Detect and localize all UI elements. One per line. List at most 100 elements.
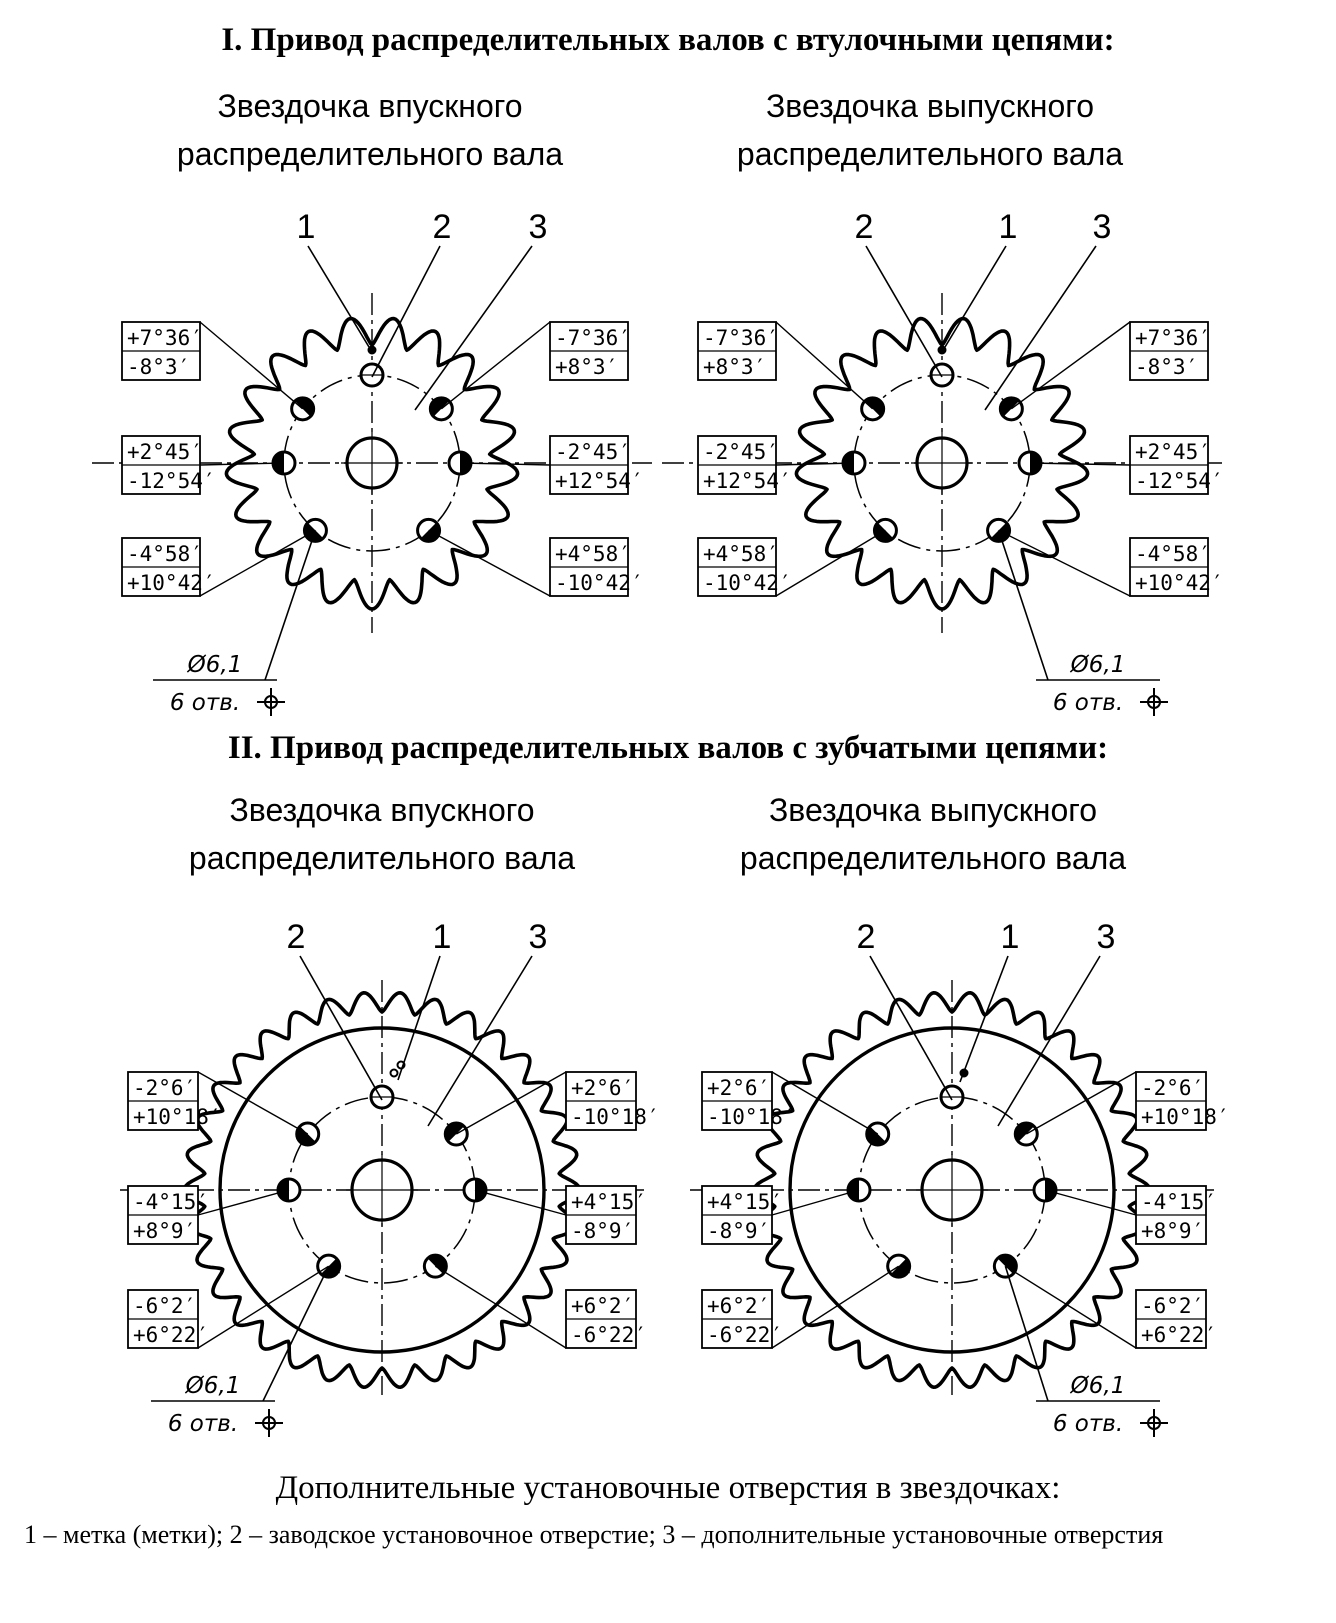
angle-value: +4°58′ <box>703 542 779 566</box>
angle-value: +10°18′ <box>133 1105 222 1129</box>
angle-value: +8°3′ <box>555 355 618 379</box>
hole-fill-mark <box>1045 1179 1056 1201</box>
angle-value: +2°45′ <box>127 440 203 464</box>
caption-1-exhaust: Звездочка выпускного распределительного … <box>650 82 1210 178</box>
angle-value: -12°54′ <box>1135 469 1224 493</box>
caption-line: Звездочка выпускного <box>765 88 1095 124</box>
angle-leader <box>1010 321 1131 410</box>
angle-value: +12°54′ <box>555 469 644 493</box>
angle-value: -6°22′ <box>707 1323 783 1347</box>
callout-leader <box>307 245 373 353</box>
angle-value: +10°42′ <box>127 571 216 595</box>
angle-value: -7°36′ <box>703 326 779 350</box>
angle-value: +6°2′ <box>707 1294 770 1318</box>
footer-title: Дополнительные установочные отверстия в … <box>275 1470 1061 1506</box>
angle-value: -10°42′ <box>555 571 644 595</box>
callout-leader <box>869 955 953 1101</box>
angle-value: -2°45′ <box>703 440 779 464</box>
angle-leader <box>197 1189 290 1216</box>
angle-value: -4°58′ <box>127 542 203 566</box>
diagram-section-1: 1 2 3 +7°36′ -8°3′ +2°45′ -12°54′ -4°58′ +10°42′… <box>92 208 1224 716</box>
callout-number: 1 <box>1001 918 1020 956</box>
sprocket-teeth <box>182 991 582 1389</box>
callout-leader <box>984 245 1097 411</box>
hole-count-label: 6 отв. <box>1053 1411 1123 1437</box>
angle-leader <box>1044 1189 1137 1216</box>
angle-value: -8°9′ <box>571 1219 634 1243</box>
angle-value: -6°22′ <box>571 1323 647 1347</box>
callout-leader <box>865 245 943 378</box>
angle-leader <box>775 529 886 597</box>
hole-fill-mark <box>294 398 314 417</box>
angle-value: -10°18′ <box>707 1105 796 1129</box>
angle-leader <box>455 1071 567 1135</box>
hole-fill-mark <box>278 1179 289 1201</box>
caption-line: распределительного вала <box>736 136 1124 172</box>
hole-fill-mark <box>1000 398 1020 417</box>
angle-value: +10°18′ <box>1141 1105 1230 1129</box>
angle-value: -2°6′ <box>133 1076 196 1100</box>
angle-value: -8°3′ <box>127 355 190 379</box>
angle-value: -7°36′ <box>555 326 631 350</box>
angle-value: +6°2′ <box>571 1294 634 1318</box>
callout-number: 2 <box>857 918 876 956</box>
angle-value: -4°15′ <box>1141 1190 1217 1214</box>
angle-leader <box>434 1265 567 1349</box>
angle-leader <box>428 529 551 597</box>
callout-number: 3 <box>529 208 548 246</box>
angle-value: -4°15′ <box>133 1190 209 1214</box>
angle-leader <box>1004 1265 1137 1349</box>
callout-number: 2 <box>855 208 874 246</box>
callout-number: 3 <box>1093 208 1112 246</box>
section-2-title: II. Привод распределительных валов с зуб… <box>227 730 1109 766</box>
callout-number: 1 <box>297 208 316 246</box>
angle-value: -4°58′ <box>1135 542 1211 566</box>
hole-label-leader <box>997 530 1049 681</box>
callout-number: 1 <box>433 918 452 956</box>
angle-value: +8°9′ <box>1141 1219 1204 1243</box>
angle-value: -8°3′ <box>1135 355 1198 379</box>
caption-2-intake: Звездочка впускного распределительного в… <box>102 786 662 882</box>
hole-fill-mark <box>1015 1123 1035 1142</box>
hub-ring <box>788 1026 1116 1354</box>
hole-fill-mark <box>430 398 450 417</box>
angle-leader <box>775 321 874 410</box>
angle-leader <box>771 1071 879 1135</box>
angle-value: -2°6′ <box>1141 1076 1204 1100</box>
callout-leader <box>959 955 1009 1083</box>
hole-diameter-label: Ø6,1 <box>1070 652 1126 678</box>
caption-line: распределительного вала <box>176 136 564 172</box>
angle-leader <box>459 462 551 466</box>
callout-leader <box>941 245 1007 353</box>
angle-leader <box>771 1189 860 1216</box>
callout-leader <box>397 955 441 1081</box>
hole-count-label: 6 отв. <box>170 690 240 716</box>
angle-leader <box>775 462 855 466</box>
callout-number: 3 <box>529 918 548 956</box>
hub-ring <box>218 1026 546 1354</box>
angle-leader <box>474 1189 567 1216</box>
angle-leader <box>1029 462 1131 466</box>
angle-value: +7°36′ <box>127 326 203 350</box>
hole-count-label: 6 отв. <box>1053 690 1123 716</box>
sprocket-teeth <box>752 991 1152 1389</box>
angle-value: +6°22′ <box>133 1323 209 1347</box>
angle-leader <box>771 1265 900 1349</box>
angle-value: +8°3′ <box>703 355 766 379</box>
angle-value: +10°42′ <box>1135 571 1224 595</box>
sprocket-teeth <box>224 316 520 611</box>
callout-number: 2 <box>287 918 306 956</box>
hole-diameter-label: Ø6,1 <box>185 1373 241 1399</box>
callout-number: 1 <box>999 208 1018 246</box>
sprocket-teeth <box>794 316 1090 611</box>
angle-leader <box>199 462 285 466</box>
callout-number: 2 <box>433 208 452 246</box>
hole-fill-mark <box>445 1123 465 1142</box>
hole-label-leader <box>264 530 317 681</box>
callout-leader <box>299 955 383 1101</box>
